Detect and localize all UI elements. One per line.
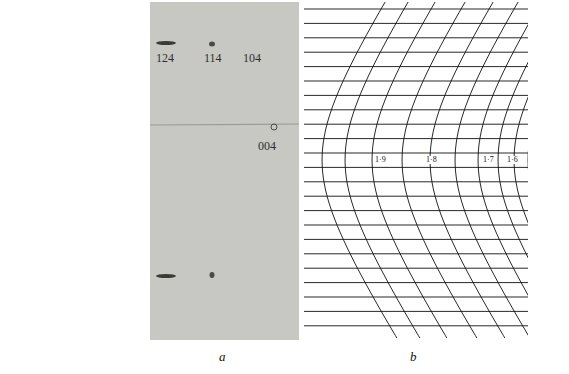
spacing-value: 1·6 <box>506 156 519 164</box>
reflection-spot <box>156 41 176 45</box>
layer-line <box>304 239 528 240</box>
spacing-curve <box>430 2 506 338</box>
spacing-curve <box>498 2 528 338</box>
reflection-spot <box>156 274 176 278</box>
spacing-curve <box>455 2 528 338</box>
layer-line <box>304 181 528 182</box>
spacing-curve <box>345 2 421 338</box>
layer-line <box>304 253 528 254</box>
layer-line <box>304 297 528 298</box>
layer-line <box>304 81 528 82</box>
spacing-curve <box>322 2 398 338</box>
layer-line <box>304 311 528 312</box>
layer-line <box>304 325 528 326</box>
layer-line <box>304 109 528 110</box>
photo-grain <box>150 2 299 340</box>
layer-line <box>304 268 528 269</box>
spacing-value: 1·7 <box>482 156 495 164</box>
layer-line <box>304 37 528 38</box>
layer-line <box>304 196 528 197</box>
spacing-value: 1·8 <box>425 156 438 164</box>
layer-line <box>304 95 528 96</box>
spacing-curve <box>402 2 478 338</box>
spacing-curve <box>478 2 528 338</box>
panel-letter: b <box>410 350 417 363</box>
photo-ground <box>150 2 299 340</box>
reflection-spot <box>209 42 215 47</box>
reflection-spot <box>271 124 277 130</box>
reflection-index: 004 <box>258 140 276 152</box>
reflection-index: 114 <box>204 52 222 64</box>
bernal-chart <box>304 2 528 338</box>
spacing-curve <box>514 2 528 338</box>
reflection-spot <box>210 272 215 278</box>
layer-line <box>304 167 528 168</box>
reflection-index: 124 <box>156 52 174 64</box>
reflection-index: 104 <box>243 52 261 64</box>
layer-line <box>304 66 528 67</box>
diffraction-photo <box>150 2 299 340</box>
layer-line <box>304 124 528 125</box>
spacing-curve <box>372 2 448 338</box>
layer-line <box>304 9 528 10</box>
panel-letter: a <box>219 350 226 363</box>
layer-line <box>304 23 528 24</box>
spacing-value: 1·9 <box>374 156 387 164</box>
layer-line <box>304 282 528 283</box>
layer-line <box>304 138 528 139</box>
layer-line <box>304 210 528 211</box>
layer-line <box>304 52 528 53</box>
layer-line <box>304 153 528 154</box>
